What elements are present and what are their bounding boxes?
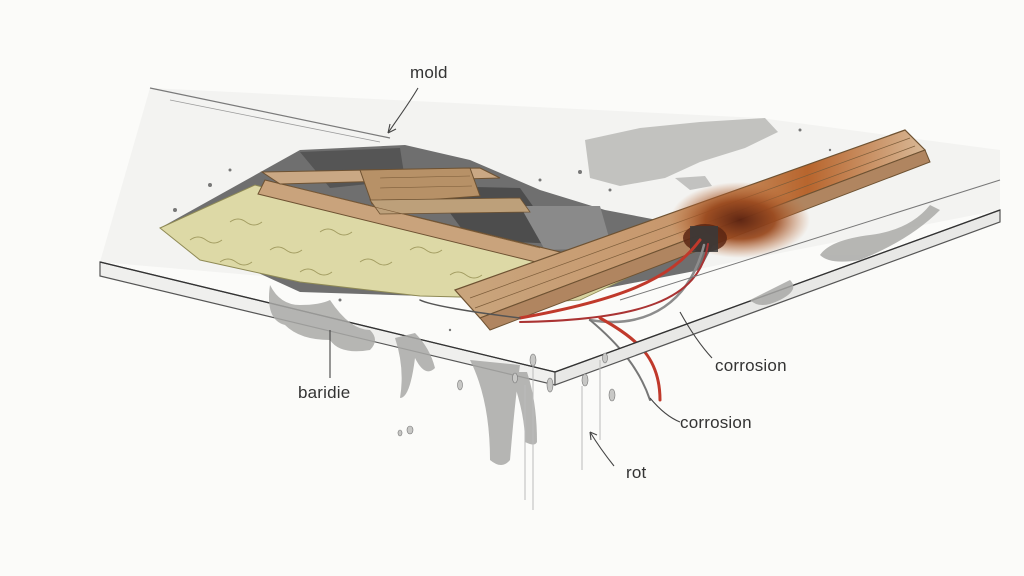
water-drips — [269, 205, 940, 465]
mold-arrowhead — [387, 123, 397, 134]
corrosion-1-leader — [679, 311, 713, 359]
label-mold: mold — [410, 63, 448, 82]
rot-arrowhead — [589, 431, 598, 441]
label-corrosion-lower: corrosion — [680, 413, 752, 432]
label-baridie: baridie — [298, 383, 351, 402]
leader-lines — [329, 87, 713, 467]
debris-speckles — [173, 128, 832, 332]
label-corrosion-upper: corrosion — [715, 356, 787, 375]
corrosion-2-leader — [649, 397, 681, 423]
mold-leader — [387, 87, 419, 134]
label-rot: rot — [626, 463, 647, 482]
rot-leader — [589, 431, 615, 467]
water-stain-patch — [585, 118, 778, 186]
drip-streaks — [524, 360, 601, 510]
wood-joists-cross — [257, 167, 561, 267]
water-stain-small — [675, 176, 712, 190]
